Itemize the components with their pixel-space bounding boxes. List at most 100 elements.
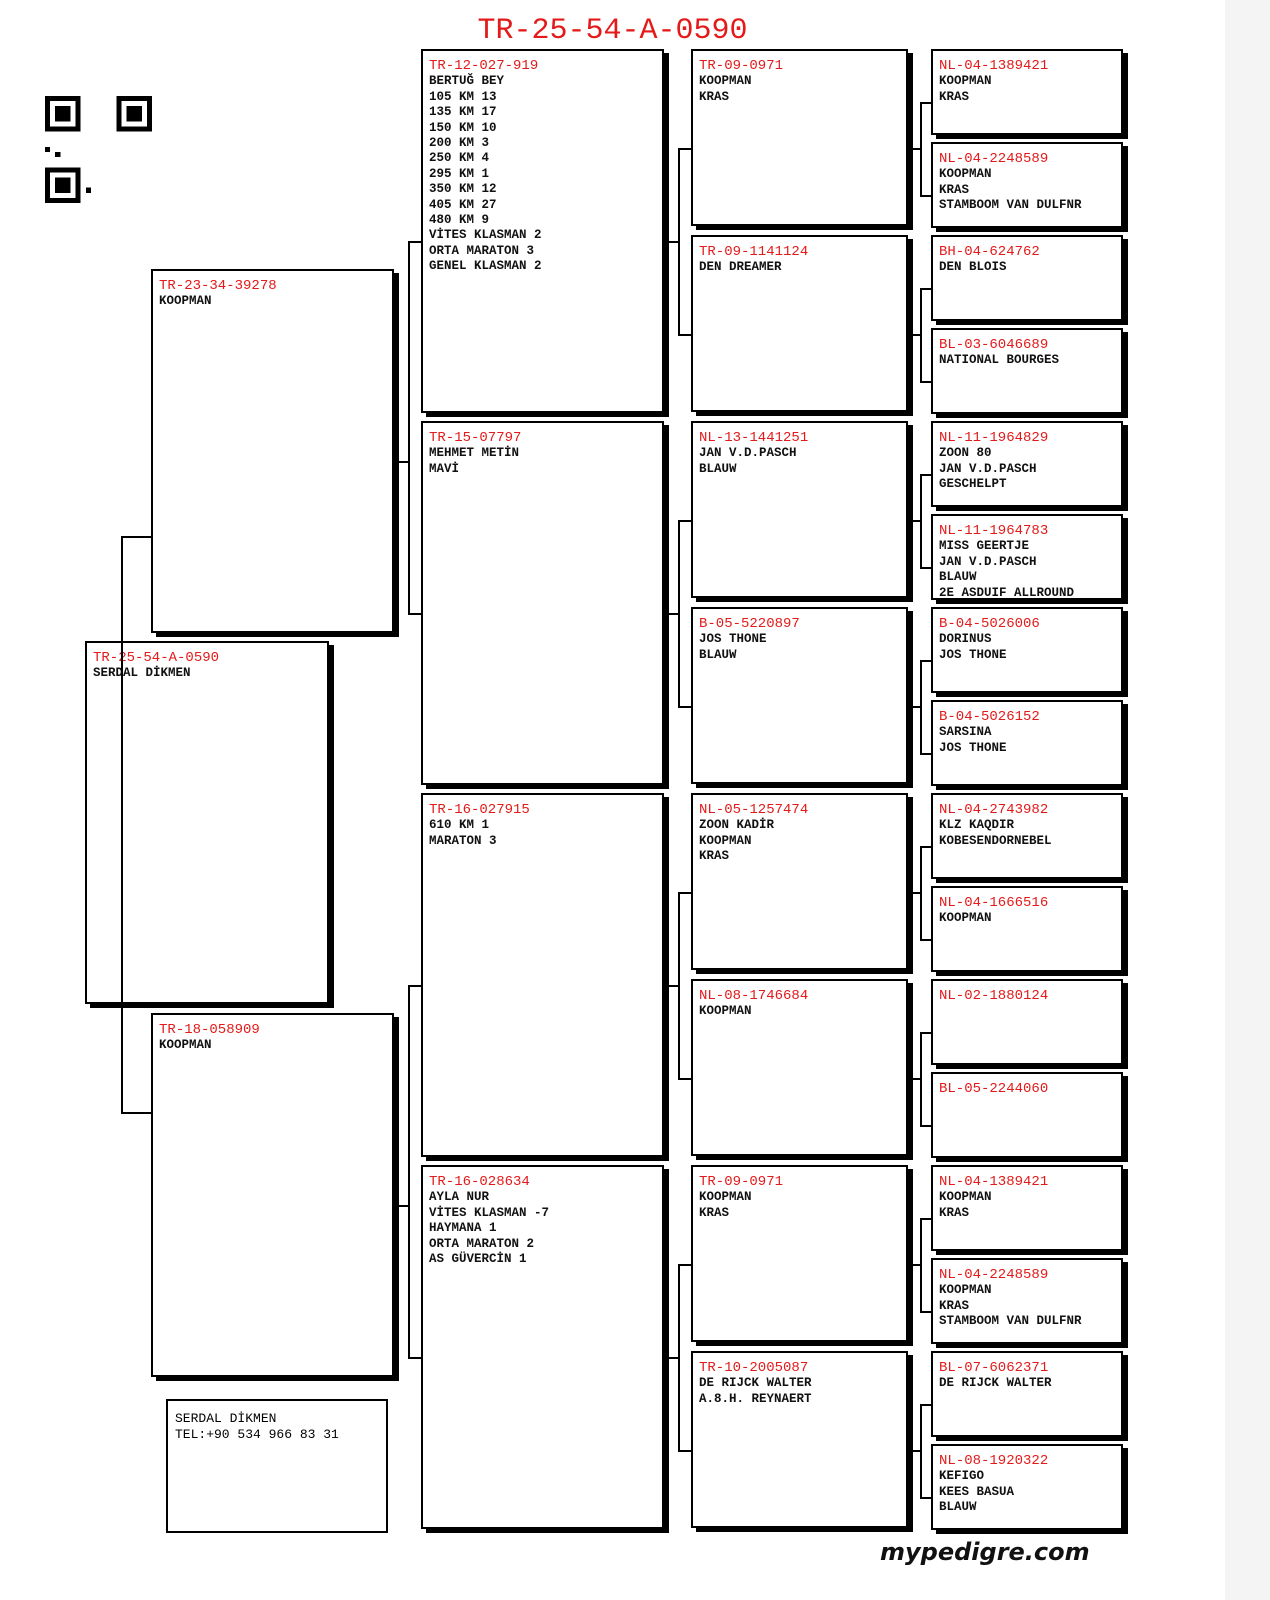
connector-line — [919, 1032, 931, 1034]
connector-line — [919, 567, 931, 569]
ring-number: BL-05-2244060 — [939, 1081, 1049, 1097]
bird-info-line: 135 KM 17 — [429, 105, 497, 120]
bird-info-line: KOOPMAN — [939, 167, 992, 182]
bird-info-line: KOOPMAN — [939, 1190, 992, 1205]
connector-line — [911, 891, 920, 894]
connector-line — [919, 939, 931, 941]
bird-info-line: SARSINA — [939, 725, 992, 740]
bird-info-line: KOOPMAN — [939, 74, 992, 89]
connector-line — [677, 1449, 691, 1452]
bird-info-line: KOOPMAN — [699, 1004, 752, 1019]
ring-number: B-04-5026006 — [939, 616, 1040, 632]
ring-number: NL-13-1441251 — [699, 430, 809, 446]
bird-info-line: BLAUW — [939, 1500, 977, 1515]
bird-info-line: HAYMANA 1 — [429, 1221, 497, 1236]
connector-line — [919, 660, 931, 662]
connector-line — [919, 381, 931, 383]
bird-info-line: AYLA NUR — [429, 1190, 490, 1205]
ring-number: B-04-5026152 — [939, 709, 1040, 725]
pedigree-box-gen5[interactable]: BL-05-2244060 — [931, 1072, 1123, 1158]
ring-number: BH-04-624762 — [939, 244, 1040, 260]
ring-number: BL-03-6046689 — [939, 337, 1049, 353]
bird-info-line: JAN V.D.PASCH — [699, 446, 797, 461]
bird-info-line: BLAUW — [699, 647, 737, 662]
bird-info-line: BERTUĞ BEY — [429, 74, 505, 89]
connector-line — [397, 1205, 408, 1207]
bird-info-line: DEN BLOIS — [939, 260, 1007, 275]
footer-brand: mypedigre.com — [880, 1538, 1090, 1566]
bird-info-line: ORTA MARATON 3 — [429, 243, 535, 258]
bird-info-line: KRAS — [699, 1205, 730, 1220]
bird-info-line: 250 KM 4 — [429, 151, 490, 166]
bird-info-line: 405 KM 27 — [429, 197, 497, 212]
bird-info-line: VİTES KLASMAN -7 — [429, 1205, 550, 1220]
connector-line — [121, 1004, 123, 1014]
bird-info-line: 200 KM 3 — [429, 136, 490, 151]
bird-info-line: AS GÜVERCİN 1 — [429, 1252, 527, 1267]
breeder-contact-box: SERDAL DİKMEN TEL:+90 534 966 83 31 — [166, 1399, 388, 1533]
connector-line — [919, 474, 931, 476]
pedigree-box-gen5[interactable]: NL-02-1880124 — [931, 979, 1123, 1065]
bird-info-line: GENEL KLASMAN 2 — [429, 259, 542, 274]
connector-line — [911, 1077, 920, 1080]
connector-line — [677, 705, 691, 708]
bird-info-line: ZOON KADİR — [699, 818, 775, 833]
bird-info-line: NATIONAL BOURGES — [939, 353, 1060, 368]
bird-info-line: JOS THONE — [939, 647, 1007, 662]
ring-number: NL-11-1964829 — [939, 430, 1049, 446]
ring-number: NL-02-1880124 — [939, 988, 1049, 1004]
bird-info-line: KOOPMAN — [699, 74, 752, 89]
connector-line — [407, 241, 410, 613]
connector-line — [919, 1032, 922, 1125]
connector-line — [911, 1449, 920, 1452]
connector-line — [919, 1125, 931, 1127]
connector-line — [919, 1404, 931, 1406]
connector-line — [407, 241, 421, 243]
ring-number: NL-05-1257474 — [699, 802, 809, 818]
bird-info-line: KLZ KAQDIR — [939, 818, 1015, 833]
ring-number: TR-12-027-919 — [429, 58, 539, 74]
ring-number: BL-07-6062371 — [939, 1360, 1049, 1376]
bird-info-line: MISS GEERTJE — [939, 539, 1030, 554]
ring-number: NL-08-1746684 — [699, 988, 809, 1004]
connector-line — [121, 536, 151, 538]
bird-info-line: SERDAL DİKMEN — [93, 666, 191, 681]
connector-line — [919, 660, 922, 753]
bird-info-line: JOS THONE — [699, 632, 767, 647]
ring-number: NL-04-1389421 — [939, 1174, 1049, 1190]
connector-line — [677, 891, 680, 1078]
bird-info-line: STAMBOOM VAN DULFNR — [939, 1314, 1082, 1329]
connector-line — [919, 195, 931, 197]
ring-number: TR-10-2005087 — [699, 1360, 809, 1376]
